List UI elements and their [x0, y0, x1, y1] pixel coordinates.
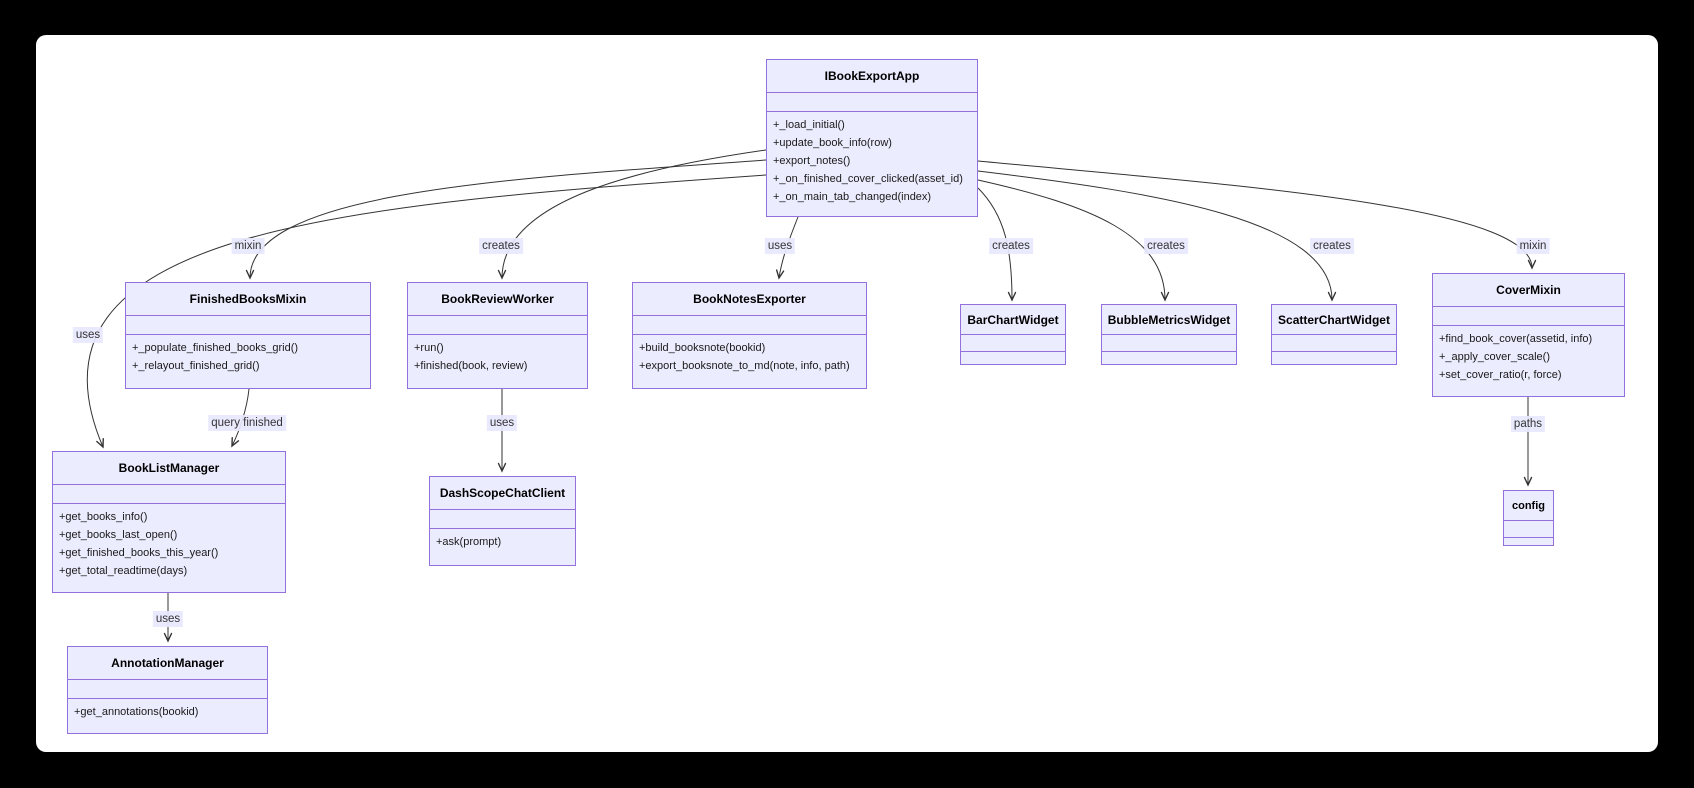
method: +_on_finished_cover_clicked(asset_id) — [773, 173, 963, 185]
class-methods-section: +_populate_finished_books_grid() +_relay… — [126, 335, 370, 388]
method: +ask(prompt) — [436, 536, 502, 548]
class-methods-section: +get_books_info() +get_books_last_open()… — [53, 504, 285, 592]
edge-label-app-booknotesexporter: uses — [764, 238, 796, 254]
class-attributes-section — [1272, 334, 1396, 351]
class-methods-section — [1272, 351, 1396, 364]
method: +run() — [414, 342, 444, 354]
class-title: DashScopeChatClient — [439, 486, 566, 500]
class-methods-section: +_load_initial() +update_book_info(row) … — [767, 112, 977, 216]
edge-label-finishedbooksmixin-booklistmanager: query finished — [208, 415, 286, 431]
class-attributes-section — [961, 334, 1065, 351]
method: +_apply_cover_scale() — [1439, 351, 1550, 363]
class-attributes-section — [1433, 306, 1624, 326]
method: +get_finished_books_this_year() — [59, 547, 219, 559]
class-attributes-section — [68, 679, 267, 699]
method: +get_total_readtime(days) — [59, 565, 188, 577]
class-methods-section — [961, 351, 1065, 364]
class-dashscopechatclient: DashScopeChatClient +ask(prompt) — [429, 476, 576, 566]
class-attributes-section — [767, 92, 977, 112]
class-title: BarChartWidget — [967, 312, 1059, 327]
class-attributes-section — [1102, 334, 1236, 351]
method: +export_notes() — [773, 155, 851, 167]
class-title: BookNotesExporter — [693, 292, 806, 306]
class-scatterchartwidget: ScatterChartWidget — [1271, 304, 1397, 365]
edge-label-app-booklistmanager: uses — [72, 327, 104, 343]
class-annotationmanager: AnnotationManager +get_annotations(booki… — [67, 646, 268, 734]
class-title: AnnotationManager — [111, 656, 224, 670]
class-attributes-section — [1504, 520, 1553, 537]
edge-label-app-covermixin: mixin — [1516, 238, 1550, 254]
class-attributes-section — [430, 509, 575, 529]
method: +finished(book, review) — [414, 360, 528, 372]
method: +set_cover_ratio(r, force) — [1439, 369, 1562, 381]
class-title: config — [1512, 499, 1545, 512]
class-methods-section: +build_booksnote(bookid) +export_booksno… — [633, 335, 866, 388]
method: +_relayout_finished_grid() — [132, 360, 260, 372]
edge-label-app-scatterchartwidget: creates — [1310, 238, 1354, 254]
class-title: FinishedBooksMixin — [189, 292, 307, 306]
method: +export_booksnote_to_md(note, info, path… — [639, 360, 850, 372]
class-methods-section — [1504, 537, 1553, 545]
class-booklistmanager: BookListManager +get_books_info() +get_b… — [52, 451, 286, 593]
class-attributes-section — [633, 315, 866, 335]
class-methods-section: +find_book_cover(assetid, info) +_apply_… — [1433, 326, 1624, 396]
method: +find_book_cover(assetid, info) — [1439, 333, 1593, 345]
class-config: config — [1503, 490, 1554, 546]
class-barchartwidget: BarChartWidget — [960, 304, 1066, 365]
method: +build_booksnote(bookid) — [639, 342, 766, 354]
method: +_load_initial() — [773, 119, 845, 131]
class-title: IBookExportApp — [824, 69, 920, 83]
class-covermixin: CoverMixin +find_book_cover(assetid, inf… — [1432, 273, 1625, 397]
class-title: CoverMixin — [1496, 283, 1561, 297]
edge-label-bookreviewworker-dashscopechatclient: uses — [486, 415, 518, 431]
method: +_populate_finished_books_grid() — [132, 342, 299, 354]
class-title: BookListManager — [118, 461, 220, 475]
edge-label-covermixin-config: paths — [1510, 416, 1546, 432]
edge-label-app-finishedbooksmixin: mixin — [231, 238, 265, 254]
edge-label-booklistmanager-annotationmanager: uses — [152, 611, 184, 627]
class-ibookexportapp: IBookExportApp +_load_initial() +update_… — [766, 59, 978, 217]
method: +get_books_info() — [59, 511, 148, 523]
class-finishedbooksmixin: FinishedBooksMixin +_populate_finished_b… — [125, 282, 371, 389]
class-title: BubbleMetricsWidget — [1107, 312, 1231, 327]
edge-label-app-bubblemetricswidget: creates — [1144, 238, 1188, 254]
class-attributes-section — [53, 484, 285, 504]
class-methods-section — [1102, 351, 1236, 364]
class-methods-section: +get_annotations(bookid) — [68, 699, 267, 733]
method: +get_books_last_open() — [59, 529, 178, 541]
class-title: ScatterChartWidget — [1278, 312, 1390, 327]
class-bookreviewworker: BookReviewWorker +run() +finished(book, … — [407, 282, 588, 389]
class-attributes-section — [126, 315, 370, 335]
method: +get_annotations(bookid) — [74, 706, 199, 718]
edge-label-app-bookreviewworker: creates — [479, 238, 523, 254]
class-title: BookReviewWorker — [441, 292, 554, 306]
class-booknotesexporter: BookNotesExporter +build_booksnote(booki… — [632, 282, 867, 389]
class-attributes-section — [408, 315, 587, 335]
edge-label-app-barchartwidget: creates — [989, 238, 1033, 254]
method: +update_book_info(row) — [773, 137, 892, 149]
class-methods-section: +ask(prompt) — [430, 529, 575, 565]
class-bubblemetricswidget: BubbleMetricsWidget — [1101, 304, 1237, 365]
class-methods-section: +run() +finished(book, review) — [408, 335, 587, 388]
method: +_on_main_tab_changed(index) — [773, 191, 932, 203]
